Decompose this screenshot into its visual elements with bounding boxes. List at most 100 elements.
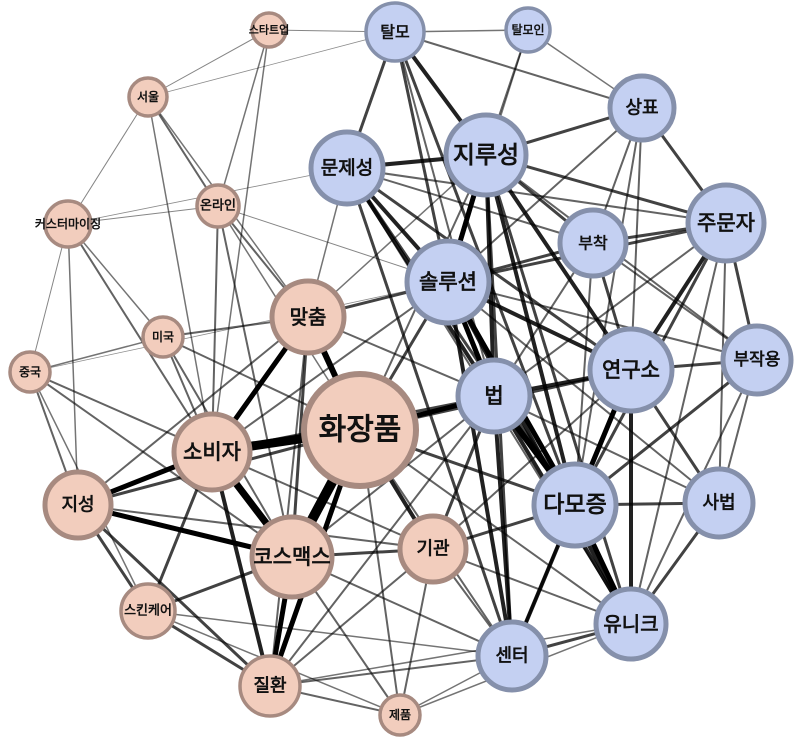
node-label: 중국 [19,365,41,379]
node-circle [301,371,419,489]
node-label: 부착 [578,234,608,253]
node-circle [8,350,52,394]
node-n12: 커스터마이징 [35,199,101,249]
edge-n23-n28 [447,281,720,504]
node-circle [43,199,93,249]
node-circle [249,514,335,600]
edge-n22-n27 [574,242,594,506]
edge-n16-n18 [394,31,643,109]
node-n24: 부작용 [720,323,794,397]
edge-n19-n27 [484,153,577,507]
node-label: 부작용 [734,350,781,370]
node-label: 제품 [389,708,411,722]
node-circle [141,315,185,359]
node-n17: 탈모인 [504,6,552,54]
edge-n4-n5 [77,316,309,506]
edge-n26-n30 [492,394,514,658]
node-label: 유니크 [603,612,658,636]
node-circle [119,582,177,640]
edge-n14-n15 [147,29,270,98]
node-n14: 서울 [127,76,169,118]
node-circle [475,619,549,693]
node-label: 지성 [61,495,94,516]
node-n15: 스타트업 [249,11,289,49]
node-n3: 코스맥스 [249,514,335,600]
edge-n7-n30 [269,655,513,687]
node-label: 주문자 [697,211,756,235]
node-label: 법 [484,384,503,408]
node-n23: 솔루션 [404,238,492,326]
edge-n20-n21 [346,167,727,224]
node-circle [685,182,767,264]
node-label: 코스맥스 [253,545,330,569]
node-label: 스킨케어 [124,603,172,619]
edge-n10-n11 [29,336,164,373]
node-n13: 온라인 [195,183,241,229]
edge-n12-n13 [67,205,219,225]
node-label: 다모증 [543,492,606,518]
edge-n14-n16 [147,31,396,98]
node-circle [607,73,677,143]
node-label: 질환 [253,675,287,697]
node-label: 상표 [625,98,658,119]
node-circle [557,207,629,279]
node-label: 탈모 [380,23,410,42]
node-circle [378,693,422,737]
node-label: 탈모인 [511,22,544,37]
edge-n12-n11 [29,223,69,373]
node-n18: 상표 [607,73,677,143]
node-label: 사법 [702,493,735,514]
edge-n26-n28 [493,395,720,504]
node-n9: 제품 [378,693,422,737]
edge-n20-n30 [345,166,514,658]
node-circle [127,76,169,118]
edge-n2-n14 [147,96,213,453]
node-label: 지루성 [453,141,519,169]
node-n2: 소비자 [171,411,253,493]
node-label: 화장품 [319,413,402,448]
node-circle [250,11,288,49]
edge-n2-n15 [211,29,270,453]
node-n26: 법 [455,357,533,435]
edge-n4-n7 [269,316,309,687]
node-circle [593,586,669,662]
node-circle [404,238,492,326]
node-label: 미국 [152,329,174,344]
node-circle [171,411,253,493]
node-n16: 탈모 [364,1,426,63]
edge-n5-n12 [67,223,79,506]
node-n11: 중국 [8,350,52,394]
node-circle [42,469,114,541]
edge-n19-n29 [484,153,633,626]
edge-n21-n26 [493,222,727,397]
node-circle [531,461,619,549]
edge-n8-n30 [147,610,513,657]
edge-n20-n22 [346,167,594,244]
node-n19: 지루성 [443,112,529,198]
node-n20: 문제성 [308,129,386,207]
edge-n7-n29 [269,623,632,687]
node-label: 문제성 [321,157,373,179]
edge-n11-n23 [29,281,449,373]
node-label: 온라인 [200,198,236,214]
edge-n23-n24 [447,281,758,361]
node-n29: 유니크 [593,586,669,662]
node-n27: 다모증 [531,461,619,549]
node-circle [308,129,386,207]
node-n10: 미국 [141,315,185,359]
node-label: 연구소 [602,358,660,382]
node-circle [238,654,302,718]
edge-n5-n6 [77,504,434,550]
node-label: 스타트업 [249,23,289,37]
node-n6: 기관 [397,513,469,585]
node-label: 서울 [137,89,159,104]
edge-n13-n15 [217,29,270,207]
edge-n12-n14 [67,96,149,225]
node-circle [504,6,552,54]
node-n7: 질환 [238,654,302,718]
node-circle [587,326,675,414]
node-n22: 부착 [557,207,629,279]
node-circle [720,323,794,397]
node-n4: 맞춤 [269,278,347,356]
